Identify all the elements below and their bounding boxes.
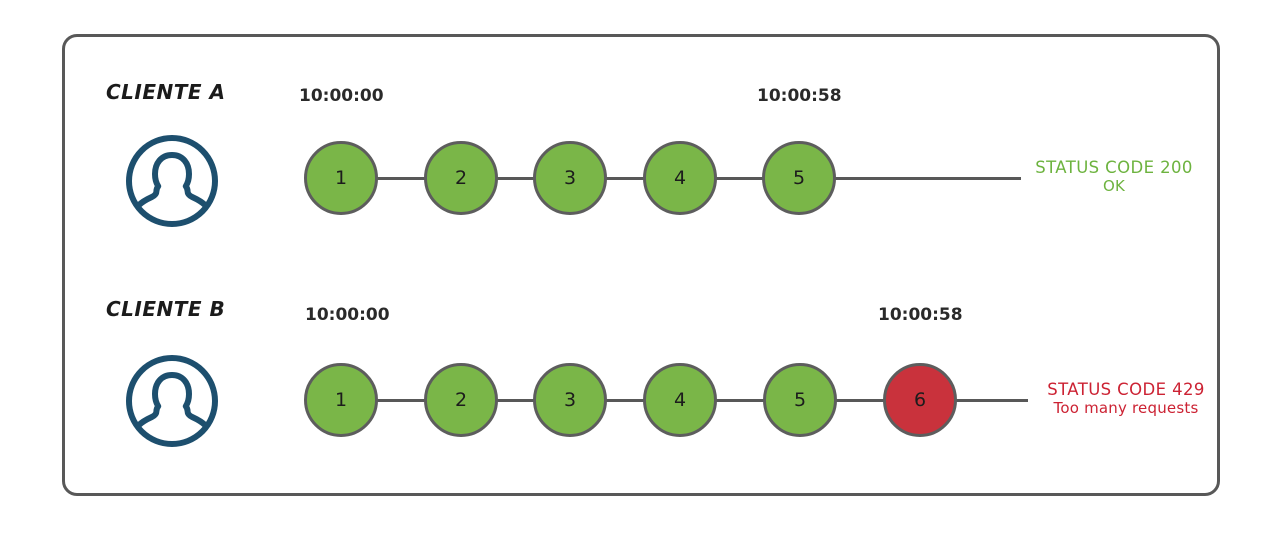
client-b-chain-connector (341, 399, 920, 402)
client-a-status-message: OK (1102, 177, 1126, 195)
client-b-label: CLIENTE B (106, 297, 226, 321)
client-b-request-node-5[interactable]: 5 (763, 363, 837, 437)
client-b-status-badge: STATUS CODE 429 Too many requests (1028, 380, 1224, 417)
client-a-request-node-2[interactable]: 2 (424, 141, 498, 215)
client-a-request-node-1[interactable]: 1 (304, 141, 378, 215)
client-a-request-node-5[interactable]: 5 (762, 141, 836, 215)
client-b-request-node-4[interactable]: 4 (643, 363, 717, 437)
client-a-request-node-4[interactable]: 4 (643, 141, 717, 215)
client-b-request-node-1[interactable]: 1 (304, 363, 378, 437)
client-b-avatar-icon (124, 353, 220, 449)
client-b-request-node-6[interactable]: 6 (883, 363, 957, 437)
client-b-status-message: Too many requests (1053, 399, 1199, 417)
client-a-label: CLIENTE A (106, 80, 226, 104)
client-a-start-timestamp: 10:00:00 (299, 86, 384, 106)
client-a-request-node-3[interactable]: 3 (533, 141, 607, 215)
client-b-status-code: STATUS CODE 429 (1047, 380, 1205, 399)
client-a-result-connector (799, 177, 1021, 180)
client-a-status-code: STATUS CODE 200 (1035, 158, 1193, 177)
client-a-end-timestamp: 10:00:58 (757, 86, 842, 106)
client-b-start-timestamp: 10:00:00 (305, 305, 390, 325)
diagram-frame (62, 34, 1220, 496)
client-a-status-badge: STATUS CODE 200 OK (1024, 158, 1204, 195)
client-b-request-node-3[interactable]: 3 (533, 363, 607, 437)
client-b-result-connector (920, 399, 1028, 402)
client-b-request-node-2[interactable]: 2 (424, 363, 498, 437)
client-a-avatar-icon (124, 133, 220, 229)
client-b-end-timestamp: 10:00:58 (878, 305, 963, 325)
